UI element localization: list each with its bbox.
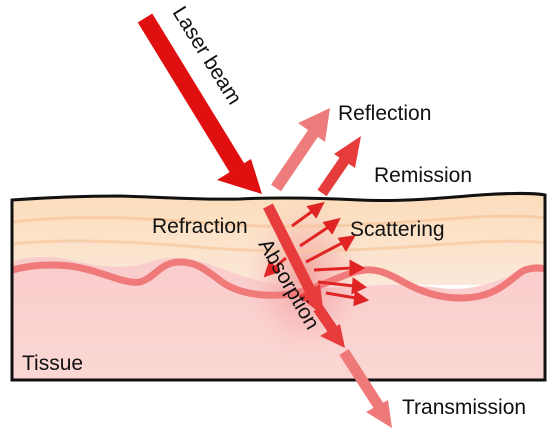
scattering-label: Scattering bbox=[350, 218, 445, 241]
tissue-label: Tissue bbox=[22, 352, 83, 375]
remission-label: Remission bbox=[374, 164, 472, 187]
remission-arrow bbox=[322, 136, 361, 193]
refraction-label: Refraction bbox=[152, 215, 248, 238]
transmission-label: Transmission bbox=[402, 396, 526, 419]
reflection-label: Reflection bbox=[338, 102, 431, 125]
reflection-arrow bbox=[276, 108, 330, 188]
laser-beam-label: Laser beam bbox=[168, 2, 246, 108]
